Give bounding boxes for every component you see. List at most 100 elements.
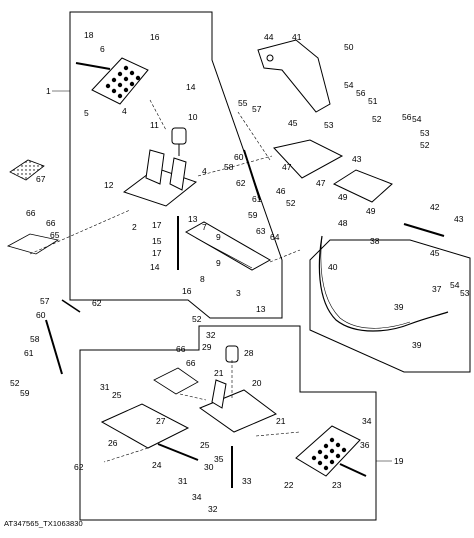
callout-21: 21: [214, 368, 224, 378]
callout-40: 40: [328, 262, 338, 272]
callout-43b: 43: [352, 154, 362, 164]
callout-35: 35: [214, 454, 224, 464]
callout-12: 12: [104, 180, 114, 190]
callout-22: 22: [284, 480, 294, 490]
callout-60: 60: [234, 152, 244, 162]
callout-54: 54: [344, 80, 354, 90]
callout-57: 57: [252, 104, 262, 114]
callout-56b: 56: [402, 112, 412, 122]
callout-52b: 52: [286, 198, 296, 208]
decal-pad-lower-part: [153, 367, 199, 395]
callout-61b: 61: [24, 348, 34, 358]
cable-assembly-outline: [309, 239, 471, 373]
callout-31: 31: [100, 382, 110, 392]
figure-id-caption: AT347565_TX1063830: [4, 519, 83, 528]
callout-37: 37: [432, 284, 442, 294]
callout-51: 51: [368, 96, 378, 106]
callout-62b: 62: [92, 298, 102, 308]
callout-15: 15: [152, 236, 162, 246]
callout-45b: 45: [430, 248, 440, 258]
callout-47: 47: [282, 162, 292, 172]
linkage-bracket-part: [257, 39, 331, 113]
callout-7: 7: [202, 222, 207, 232]
callout-25: 25: [112, 390, 122, 400]
callout-66: 66: [26, 208, 36, 218]
callout-32b: 32: [208, 504, 218, 514]
callout-25b: 25: [200, 440, 210, 450]
callout-19: 19: [394, 456, 404, 466]
lower-plate-part: [100, 403, 190, 449]
switch-part: [171, 127, 187, 156]
callout-48: 48: [338, 218, 348, 228]
callout-27: 27: [156, 416, 166, 426]
callout-62: 62: [236, 178, 246, 188]
callout-52e: 52: [10, 378, 20, 388]
callout-57b: 57: [40, 296, 50, 306]
callout-17: 17: [152, 220, 162, 230]
callout-39b: 39: [412, 340, 422, 350]
callout-64: 64: [270, 232, 280, 242]
decal-part: [9, 159, 45, 181]
control-cable-part: [318, 235, 449, 332]
right-plate-part: [332, 169, 393, 203]
callout-53b: 53: [420, 128, 430, 138]
callout-20: 20: [252, 378, 262, 388]
callout-43: 43: [454, 214, 464, 224]
callout-33: 33: [242, 476, 252, 486]
left-plate-part: [273, 139, 344, 179]
callout-54b: 54: [412, 114, 422, 124]
callout-52d: 52: [192, 314, 202, 324]
callout-28: 28: [244, 348, 254, 358]
callout-50: 50: [344, 42, 354, 52]
lower-assembly-outline: [79, 325, 377, 521]
callout-41: 41: [292, 32, 302, 42]
callout-34b: 34: [192, 492, 202, 502]
callout-23: 23: [332, 480, 342, 490]
callout-66c: 66: [176, 344, 186, 354]
callout-30: 30: [204, 462, 214, 472]
callout-24: 24: [152, 460, 162, 470]
callout-16: 16: [150, 32, 160, 42]
callout-53: 53: [324, 120, 334, 130]
callout-52: 52: [372, 114, 382, 124]
upper-pedal-part: [91, 57, 149, 105]
callout-11: 11: [150, 120, 159, 130]
callout-58b: 58: [30, 334, 40, 344]
callout-66b: 66: [46, 218, 56, 228]
callout-59b: 59: [20, 388, 30, 398]
lower-pedal-part: [295, 425, 361, 477]
callout-67: 67: [36, 174, 46, 184]
callout-31b: 31: [178, 476, 188, 486]
callout-49: 49: [338, 192, 348, 202]
callout-47b: 47: [316, 178, 326, 188]
callout-62c: 62: [74, 462, 84, 472]
callout-labels: 1 2 3 4 4 5 6 7 8 9 9 10 11 12 13 13 14 …: [10, 30, 470, 514]
callout-45: 45: [288, 118, 298, 128]
callout-3: 3: [236, 288, 241, 298]
callout-14: 14: [186, 82, 196, 92]
callout-59: 59: [248, 210, 258, 220]
callout-34: 34: [362, 416, 372, 426]
callout-4b: 4: [202, 166, 207, 176]
callout-10: 10: [188, 112, 198, 122]
callout-14b: 14: [150, 262, 160, 272]
callout-17b: 17: [152, 248, 162, 258]
callout-58: 58: [224, 162, 234, 172]
callout-32: 32: [206, 330, 216, 340]
callout-9: 9: [216, 232, 221, 242]
callout-46: 46: [276, 186, 286, 196]
callout-55: 55: [238, 98, 248, 108]
callout-44: 44: [264, 32, 274, 42]
pedal-bracket-part: [122, 149, 198, 207]
callout-8: 8: [200, 274, 205, 284]
callout-4: 4: [122, 106, 127, 116]
upper-assembly-outline: [69, 11, 283, 319]
callout-39: 39: [394, 302, 404, 312]
callout-42: 42: [430, 202, 440, 212]
callout-1: 1: [46, 86, 51, 96]
callout-54c: 54: [450, 280, 460, 290]
callout-29: 29: [202, 342, 212, 352]
callout-66d: 66: [186, 358, 196, 368]
